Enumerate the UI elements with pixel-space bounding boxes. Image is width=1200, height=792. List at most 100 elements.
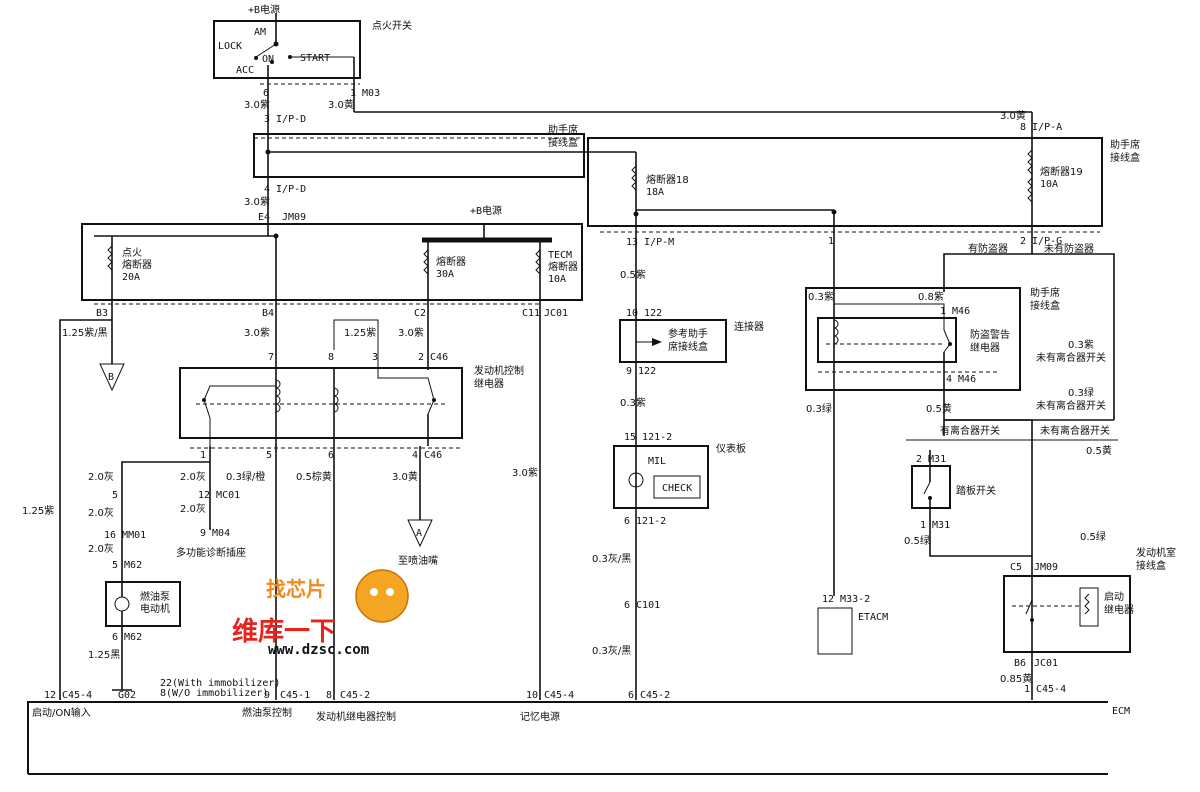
watermark-logo-text: 找芯片 <box>266 577 326 601</box>
engine-box-power: +B电源 <box>470 204 502 217</box>
etacm-module <box>817 607 853 655</box>
has-clutch: 有离合器开关 <box>940 424 1000 437</box>
conn-15-121: 15 121-2 <box>624 432 672 443</box>
conn-1-m31: 1 M31 <box>920 520 950 531</box>
conn-jc01-right: JC01 <box>1034 658 1058 669</box>
wire-05-green-a: 0.5绿 <box>904 534 930 547</box>
relay-title-2: 继电器 <box>474 377 504 390</box>
ecm-box <box>27 701 1108 775</box>
ref-jb-1: 参考助手 <box>668 327 708 340</box>
ecm-pin-6: 6 <box>628 690 634 701</box>
wire-e4: E4 <box>258 212 270 223</box>
etacm-label: ETACM <box>858 612 888 623</box>
tecm-amp: 10A <box>548 274 566 285</box>
relay-out-4-c46: 4 C46 <box>412 450 442 461</box>
relay-out-5: 5 <box>266 450 272 461</box>
ignition-on-label: ON <box>262 54 274 65</box>
start-relay-1: 启动 <box>1104 590 1124 603</box>
wire-20-gray-b: 2.0灰 <box>180 470 206 483</box>
right-jb-1: 助手席 <box>1030 286 1060 299</box>
ecm-pin-8: 8 <box>326 690 332 701</box>
ecm-fuel-pump-ctrl: 燃油泵控制 <box>242 706 292 719</box>
immob-yes: 有防盗器 <box>968 242 1008 255</box>
fuse18-amp: 18A <box>646 187 664 198</box>
conn-1-right: 1 <box>828 236 834 247</box>
right-jb-2: 接线盒 <box>1030 299 1060 312</box>
conn-9-122: 9 122 <box>626 366 656 377</box>
wire-125-black: 1.25黑 <box>88 649 120 661</box>
conn-2-ipg: 2 I/P-G <box>1020 236 1062 247</box>
wire-03-green-a: 0.3绿 <box>806 402 832 415</box>
fuse30-amp: 30A <box>436 269 454 280</box>
no-clutch-p-2: 未有离合器开关 <box>1036 351 1106 364</box>
wire-30-purple-right: 3.0紫 <box>512 467 538 479</box>
engine-jb-1: 发动机室 <box>1136 546 1176 559</box>
engine-box-b3: B3 <box>96 308 108 319</box>
wire-08-purple: 0.8紫 <box>918 291 944 303</box>
junction-box-title-right-2: 接线盒 <box>1110 151 1140 164</box>
engine-box-b4: B4 <box>262 308 274 319</box>
arrow-b: B <box>108 372 114 383</box>
conn-b6: B6 <box>1014 658 1026 669</box>
watermark-brand: 维库一下 <box>232 616 336 647</box>
junction-box-title-left-2: 接线盒 <box>548 136 578 149</box>
wire-ipd-top: 3 I/P-D <box>264 114 306 125</box>
wire-125-purple: 1.25紫 <box>22 505 54 517</box>
relay-pin-3: 3 <box>372 352 378 363</box>
start-relay-2: 继电器 <box>1104 603 1134 616</box>
immob-with: 22(With immobilizer) <box>160 678 280 689</box>
theft-warning-relay <box>805 287 1021 400</box>
ecm-c45-2b: C45-2 <box>640 690 670 701</box>
ecm-start-on: 启动/ON输入 <box>32 706 91 719</box>
fuel-pump-motor <box>105 580 181 691</box>
watermark-url: www.dzsc.com <box>268 642 369 658</box>
conn-16-mm01: 16 MM01 <box>104 530 146 541</box>
passenger-junction-box-right <box>587 137 1103 233</box>
wire-30-purple-c2: 3.0紫 <box>398 327 424 339</box>
wire-ipd-bottom: 4 I/P-D <box>264 184 306 195</box>
connector-label: 连接器 <box>734 320 764 333</box>
wire-125-purple-black: 1.25紫/黑 <box>62 327 108 339</box>
wire-term-6: 6 <box>263 88 269 99</box>
ecm-c45-1: C45-1 <box>280 690 310 701</box>
wire-30-yellow-relay: 3.0黄 <box>392 470 418 483</box>
relay-pin-2-c46: 2 C46 <box>418 352 448 363</box>
wire-30-purple-b: 3.0紫 <box>244 196 270 208</box>
engine-room-junction-box <box>1003 575 1131 700</box>
passenger-junction-box-left <box>253 133 636 190</box>
ecm-relay-ctrl: 发动机继电器控制 <box>316 710 396 723</box>
wire-20-gray-a: 2.0灰 <box>88 470 114 483</box>
no-clutch-p-1: 0.3紫 <box>1068 339 1094 351</box>
no-clutch-g-1: 0.3绿 <box>1068 386 1094 399</box>
engine-jb-2: 接线盒 <box>1136 559 1166 572</box>
pedal-switch-label: 踏板开关 <box>956 484 996 497</box>
immob-no: 未有防盗器 <box>1044 242 1094 255</box>
conn-c101: 6 C101 <box>624 600 660 611</box>
ecm-c45-4b: C45-4 <box>544 690 574 701</box>
wire-05-purple: 0.5紫 <box>620 269 646 281</box>
wire-30-yellow-b: 3.0黄 <box>1000 109 1026 122</box>
wire-30-yellow-a: 3.0黄 <box>328 98 354 111</box>
fuel-pump-label-2: 电动机 <box>140 602 170 615</box>
ecm-pin-1: 1 <box>1024 684 1030 695</box>
fuse19-amp: 10A <box>1040 179 1058 190</box>
ignition-am-label: AM <box>254 27 266 38</box>
wire-30-purple-a: 3.0紫 <box>244 99 270 111</box>
ecm-pin-12: 12 <box>44 690 56 701</box>
wire-03-gray-black-a: 0.3灰/黑 <box>592 552 631 565</box>
conn-12-mc01: 12 MC01 <box>198 490 240 501</box>
ignition-lock-label: LOCK <box>218 41 242 52</box>
relay-out-1: 1 <box>200 450 206 461</box>
wire-05-green-b: 0.5绿 <box>1080 530 1106 543</box>
relay-pin-8: 8 <box>328 352 334 363</box>
wire-20-gray-e: 2.0灰 <box>88 542 114 555</box>
cluster-label: 仪表板 <box>716 442 746 455</box>
ignition-acc-label: ACC <box>236 65 254 76</box>
conn-5-m62: 5 M62 <box>112 560 142 571</box>
wire-20-gray-c: 2.0灰 <box>88 506 114 519</box>
ign-fuse-label-1: 点火 <box>122 247 142 259</box>
reference-connector <box>619 319 727 363</box>
conn-9-m04: 9 M04 <box>200 528 230 539</box>
ecm-memory: 记忆电源 <box>520 710 560 723</box>
